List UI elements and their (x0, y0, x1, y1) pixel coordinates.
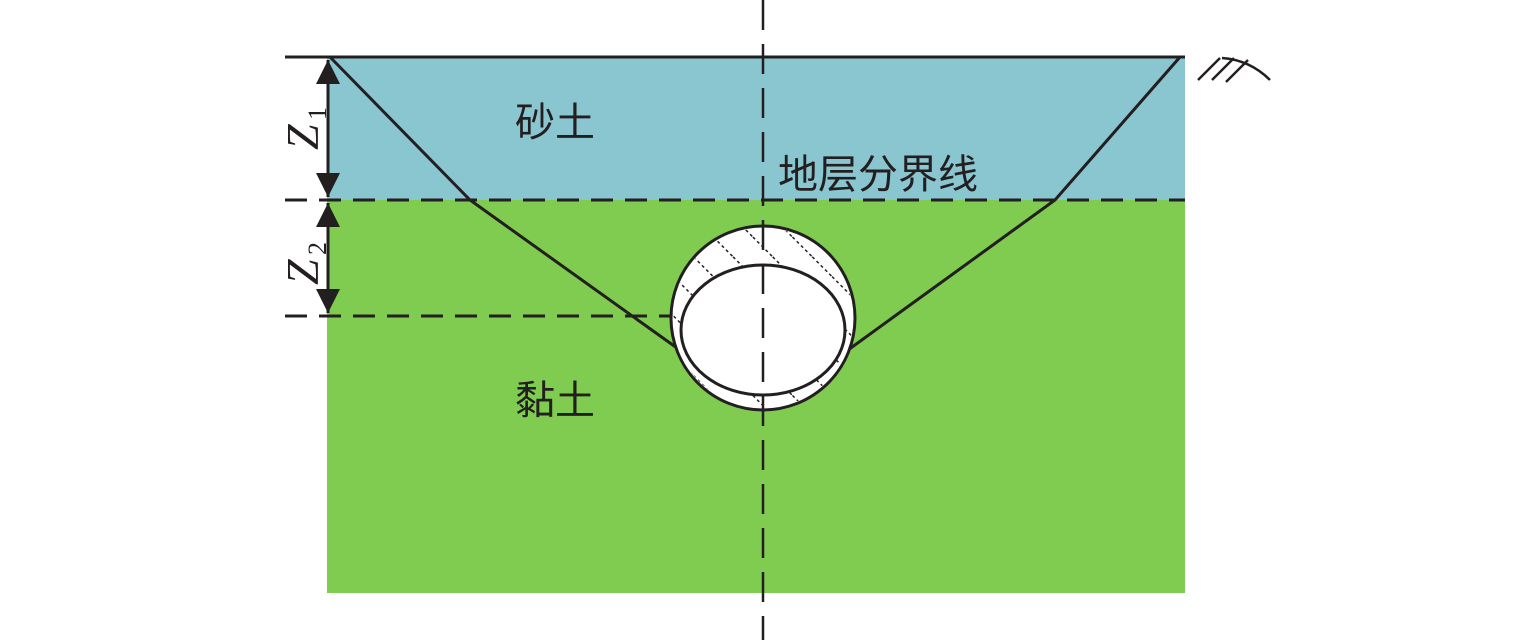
svg-text:Z: Z (277, 124, 328, 150)
z1-label: Z 1 (277, 107, 332, 150)
ground-symbol-icon (1197, 56, 1271, 83)
svg-text:2: 2 (303, 242, 332, 255)
svg-text:Z: Z (277, 259, 328, 285)
left-failure-line (328, 55, 678, 350)
clay-label: 黏土 (515, 378, 595, 424)
svg-text:1: 1 (303, 107, 332, 120)
boundary-label: 地层分界线 (778, 152, 978, 198)
right-failure-line (847, 56, 1182, 352)
sand-layer (327, 57, 1185, 200)
sand-label: 砂土 (515, 100, 595, 146)
z2-label: Z 2 (277, 242, 332, 285)
